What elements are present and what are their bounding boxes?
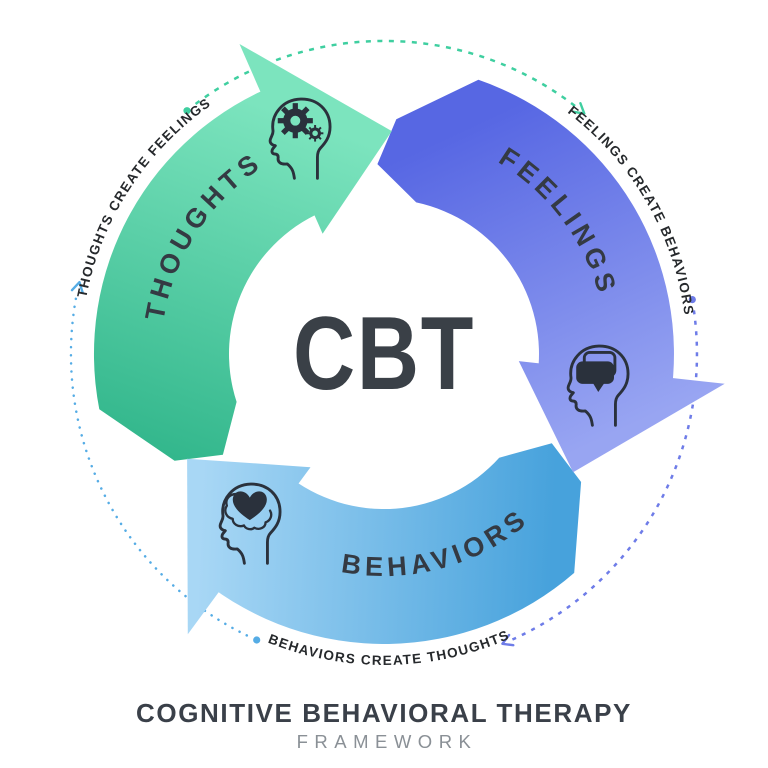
purple-arc-start-dot [688,296,696,304]
feelings-arrow-band [377,79,674,400]
gear-large [277,103,313,139]
head-speech-bubble-icon [566,344,630,427]
blue-arc-arrowhead-icon [70,280,84,294]
center-acronym: CBT [293,296,475,412]
feelings-arrowhead [518,361,725,473]
heart-brain [224,491,273,531]
head-gears-icon [268,97,332,180]
green-arc-arrowhead-icon [572,102,586,115]
behaviors-arrow-band [201,443,582,645]
green-arc-start-dot [183,107,191,115]
thoughts-arrow-band [93,83,329,461]
speech-bubble [576,350,617,392]
heart-glyph [232,491,267,521]
gear-small [306,125,324,142]
purple-arc-arrowhead-icon [501,633,515,647]
diagram-title: COGNITIVE BEHAVIORAL THERAPY [136,698,632,728]
cycle-connector-arcs [69,39,699,647]
head-heart-icon [218,482,282,565]
diagram-subtitle: FRAMEWORK [297,731,478,752]
blue-arc-start-dot [253,636,261,644]
purple-dashed-arc [510,310,699,642]
green-dashed-arc [194,39,580,110]
